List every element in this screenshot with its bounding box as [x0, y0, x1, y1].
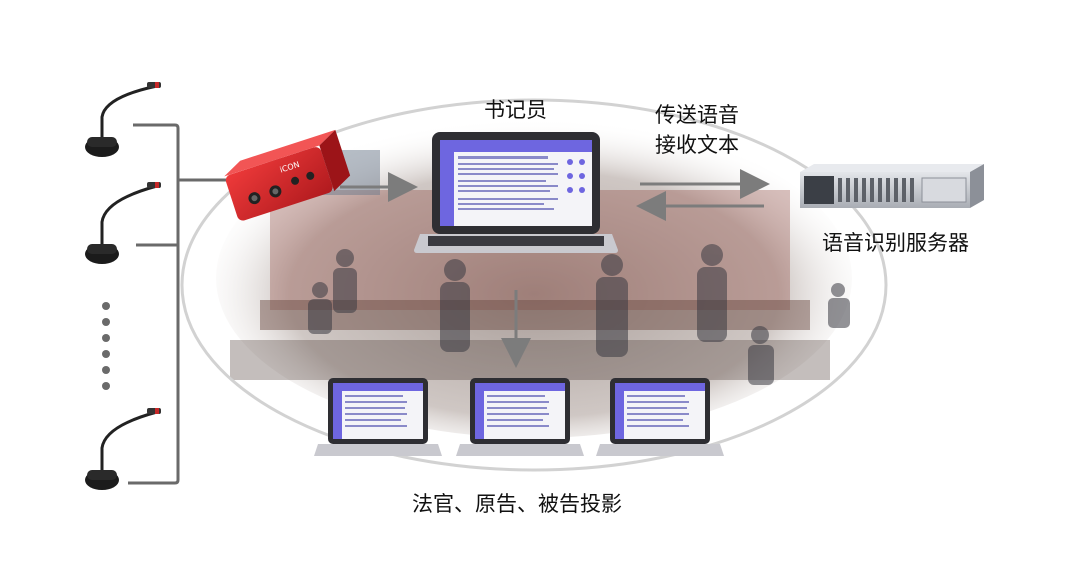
- microphone-3: [85, 408, 161, 490]
- receive-text-label: 接收文本: [655, 133, 739, 157]
- projection-label: 法官、原告、被告投影: [412, 492, 622, 516]
- courtroom-background: [216, 118, 852, 438]
- microphone-2: [85, 182, 161, 264]
- send-voice-label: 传送语音: [655, 103, 739, 127]
- microphone-bracket: [128, 123, 228, 485]
- projection-laptop-defendant-icon: [596, 378, 724, 456]
- clerk-laptop-icon: [414, 132, 618, 253]
- projection-laptop-judge-icon: [314, 378, 442, 456]
- projection-laptop-plaintiff-icon: [456, 378, 584, 456]
- network-boundary-ellipse: [180, 98, 888, 472]
- usb-audio-interface-icon: iCON: [224, 129, 351, 221]
- more-microphones-dots: [102, 302, 110, 390]
- rack-server-icon: [800, 164, 984, 208]
- speech-server-label: 语音识别服务器: [822, 231, 969, 255]
- microphone-1: [85, 82, 161, 157]
- clerk-label: 书记员: [484, 98, 547, 122]
